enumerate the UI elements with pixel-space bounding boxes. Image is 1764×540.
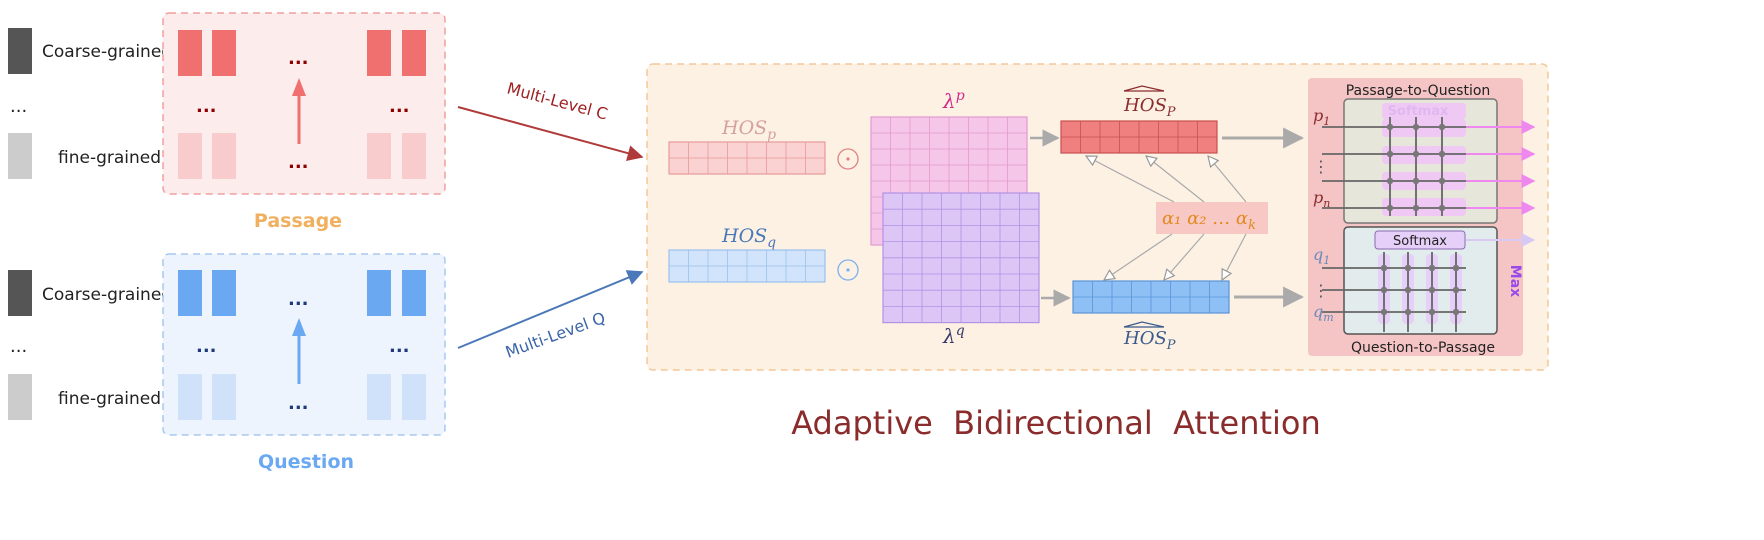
passage-label: Passage xyxy=(254,210,342,232)
hos-hat-top-label: HOSP xyxy=(1123,95,1176,120)
p2q-softmax: Softmax xyxy=(1388,104,1449,119)
softmax-highlight xyxy=(1382,103,1466,119)
question-ellipsis: ... xyxy=(288,289,309,310)
attention-row-highlight xyxy=(1382,198,1466,216)
question-coarse-block xyxy=(178,270,202,316)
passage-coarse-block xyxy=(402,30,426,76)
pn-label: pn xyxy=(1313,188,1330,210)
q1-label: q1 xyxy=(1313,245,1330,267)
max-label: Max xyxy=(1507,265,1523,297)
hos-p-label: HOSp xyxy=(721,117,776,143)
alpha-label: α₁ α₂ … αk xyxy=(1162,208,1256,233)
multi-level-q-label: Multi-Level Q xyxy=(503,308,608,362)
question-ellipsis: ... xyxy=(196,336,217,357)
p2q-title: Passage-to-Question xyxy=(1346,83,1491,99)
legend-ellipsis-bottom: ... xyxy=(10,336,27,357)
question-coarse-block xyxy=(367,270,391,316)
lambda-q-label: λq xyxy=(942,323,965,348)
p2q-vdots: ⋮ xyxy=(1313,157,1329,176)
hos-hat-bottom-matrix xyxy=(1072,280,1230,314)
question-fine-block xyxy=(367,374,391,420)
multi-level-q-arrow xyxy=(457,270,644,349)
hos-p-matrix xyxy=(668,141,826,175)
alpha-arrow xyxy=(1222,233,1247,280)
p2q-highlight xyxy=(1382,103,1466,216)
alpha-arrow xyxy=(1146,156,1205,203)
p2q-lattice xyxy=(1322,117,1466,216)
qm-label: qm xyxy=(1313,302,1334,324)
lambda-q-matrix xyxy=(882,192,1040,324)
question-fine-block xyxy=(178,374,202,420)
q2p-vdots: ⋮ xyxy=(1313,281,1329,300)
p1-label: p1 xyxy=(1313,106,1330,128)
q2p-title: Question-to-Passage xyxy=(1351,340,1495,356)
passage-fine-block xyxy=(402,133,426,179)
passage-ellipsis: ... xyxy=(288,48,309,69)
hos-hat-bottom-label: HOSP xyxy=(1123,328,1176,353)
fine-label-top: fine-grained xyxy=(58,148,161,168)
passage-ellipsis: ... xyxy=(389,96,410,117)
fine-label-bottom: fine-grained xyxy=(58,389,161,409)
passage-coarse-block xyxy=(178,30,202,76)
hos-q-matrix xyxy=(668,249,826,283)
multi-level-c-arrow xyxy=(457,106,644,161)
alpha-arrow xyxy=(1208,156,1247,203)
fine-swatch-bottom xyxy=(8,374,32,420)
lambda-p-label: λp xyxy=(942,88,965,113)
multi-level-c-label: Multi-Level C xyxy=(505,79,610,124)
passage-ellipsis: ... xyxy=(288,152,309,173)
alpha-arrow xyxy=(1104,233,1173,280)
hos-q-label: HOSq xyxy=(721,225,776,251)
question-ellipsis: ... xyxy=(288,393,309,414)
passage-coarse-block xyxy=(367,30,391,76)
output-arrows xyxy=(1466,120,1536,247)
attention-title: Adaptive Bidirectional Attention xyxy=(791,404,1321,442)
hos-hat-top-matrix xyxy=(1060,120,1218,154)
coarse-label-top: Coarse-grained xyxy=(42,42,172,62)
passage-panel: ... ... ... ... xyxy=(162,12,446,195)
question-label: Question xyxy=(258,451,354,473)
coarse-swatch-bottom xyxy=(8,270,32,316)
q2p-softmax-box xyxy=(1374,230,1466,250)
question-ellipsis: ... xyxy=(389,336,410,357)
q2p-softmax: Softmax xyxy=(1393,234,1447,249)
coarse-swatch-top xyxy=(8,28,32,74)
question-panel: ... ... ... ... xyxy=(162,253,446,436)
question-coarse-block xyxy=(402,270,426,316)
alpha-arrow xyxy=(1086,156,1175,203)
alpha-arrow xyxy=(1164,233,1205,280)
granularity-legend: Coarse-grained ... fine-grained Coarse-g… xyxy=(8,28,172,420)
question-fine-block xyxy=(402,374,426,420)
attention-row-highlight xyxy=(1382,119,1466,137)
attention-row-highlight xyxy=(1382,146,1466,164)
passage-fine-block xyxy=(178,133,202,179)
alpha-box xyxy=(1156,202,1268,234)
coarse-label-bottom: Coarse-grained xyxy=(42,285,172,305)
passage-ellipsis: ... xyxy=(196,96,217,117)
question-fine-block xyxy=(212,374,236,420)
passage-coarse-block xyxy=(212,30,236,76)
legend-ellipsis-top: ... xyxy=(10,96,27,117)
odot-symbol xyxy=(837,148,859,170)
odot-symbol xyxy=(837,259,859,281)
passage-fine-block xyxy=(212,133,236,179)
question-coarse-block xyxy=(212,270,236,316)
passage-fine-block xyxy=(367,133,391,179)
fine-swatch-top xyxy=(8,133,32,179)
q2p-lattice xyxy=(1322,252,1466,332)
